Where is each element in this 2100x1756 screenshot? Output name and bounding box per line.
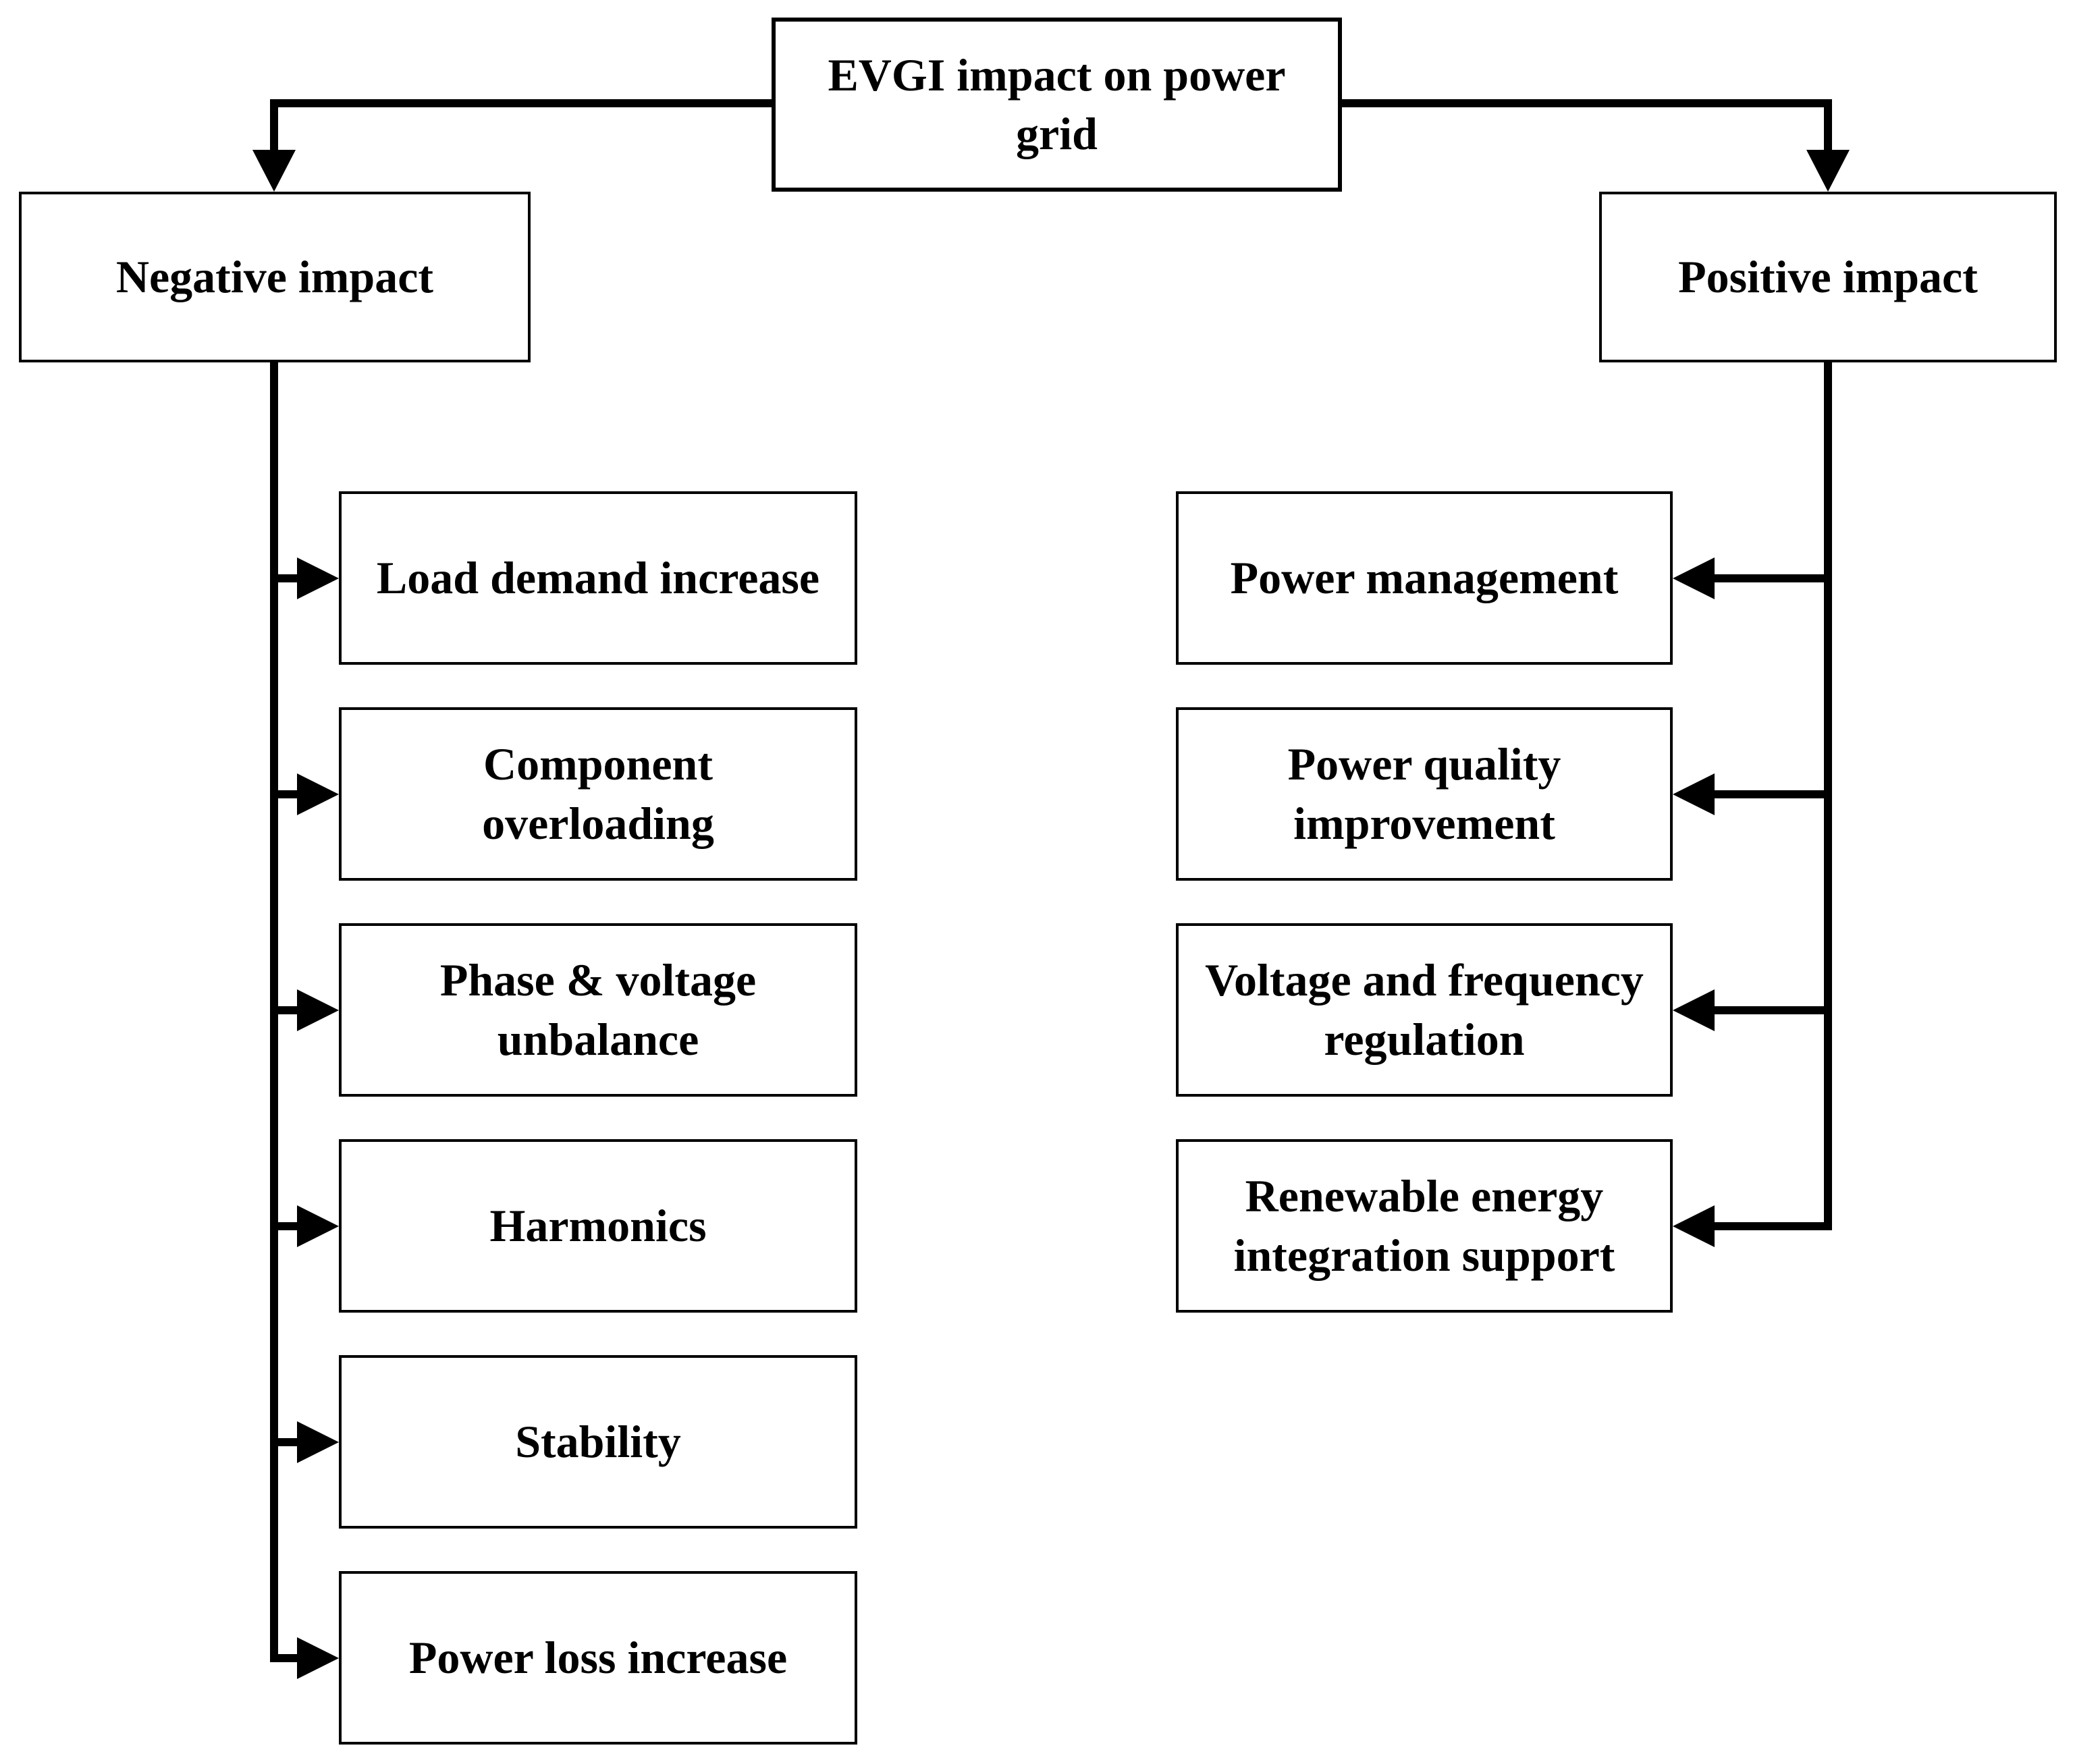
arrowhead-left-icon <box>1673 557 1715 599</box>
arrowhead-left-icon <box>1673 773 1715 815</box>
arrowhead-right-icon <box>297 1637 339 1679</box>
node-load-demand-increase-label: Load demand increase <box>376 551 820 603</box>
node-stability-label: Stability <box>515 1415 681 1467</box>
arrowhead-down-icon <box>1806 150 1850 192</box>
node-power-loss-increase-label: Power loss increase <box>408 1631 788 1683</box>
node-component-overloading: Component overloading <box>339 707 857 881</box>
node-stability: Stability <box>339 1355 857 1529</box>
node-positive-impact-label: Positive impact <box>1678 250 1978 302</box>
node-negative-impact: Negative impact <box>19 192 531 362</box>
connector-root-to-negative <box>270 99 773 153</box>
node-power-quality-improvement-label: Power quality improvement <box>1287 738 1561 849</box>
node-phase-voltage-unbalance-label: Phase & voltage unbalance <box>439 954 757 1065</box>
node-harmonics-label: Harmonics <box>489 1199 707 1251</box>
arrowhead-right-icon <box>297 557 339 599</box>
node-voltage-frequency-regulation: Voltage and frequency regulation <box>1176 923 1673 1097</box>
node-renewable-energy-integration-support: Renewable energy integration support <box>1176 1139 1673 1313</box>
node-negative-impact-label: Negative impact <box>115 250 434 302</box>
node-power-quality-improvement: Power quality improvement <box>1176 707 1673 881</box>
node-phase-voltage-unbalance: Phase & voltage unbalance <box>339 923 857 1097</box>
arrowhead-left-icon <box>1673 1205 1715 1247</box>
connector-positive-trunk <box>1713 361 1832 1230</box>
arrowhead-right-icon <box>297 989 339 1031</box>
node-positive-impact: Positive impact <box>1599 192 2057 362</box>
node-power-management: Power management <box>1176 491 1673 665</box>
node-renewable-energy-integration-support-label: Renewable energy integration support <box>1233 1170 1615 1281</box>
node-power-management-label: Power management <box>1230 551 1619 603</box>
arrowhead-right-icon <box>297 1421 339 1463</box>
node-harmonics: Harmonics <box>339 1139 857 1313</box>
arrowhead-down-icon <box>252 150 296 192</box>
node-component-overloading-label: Component overloading <box>482 738 714 849</box>
node-root: EVGI impact on power grid <box>772 18 1342 192</box>
arrowhead-right-icon <box>297 773 339 815</box>
connector-root-to-positive <box>1341 99 1832 153</box>
node-power-loss-increase: Power loss increase <box>339 1571 857 1745</box>
arrowhead-left-icon <box>1673 989 1715 1031</box>
node-voltage-frequency-regulation-label: Voltage and frequency regulation <box>1205 954 1644 1065</box>
node-root-label: EVGI impact on power grid <box>828 49 1286 159</box>
node-load-demand-increase: Load demand increase <box>339 491 857 665</box>
arrowhead-right-icon <box>297 1205 339 1247</box>
